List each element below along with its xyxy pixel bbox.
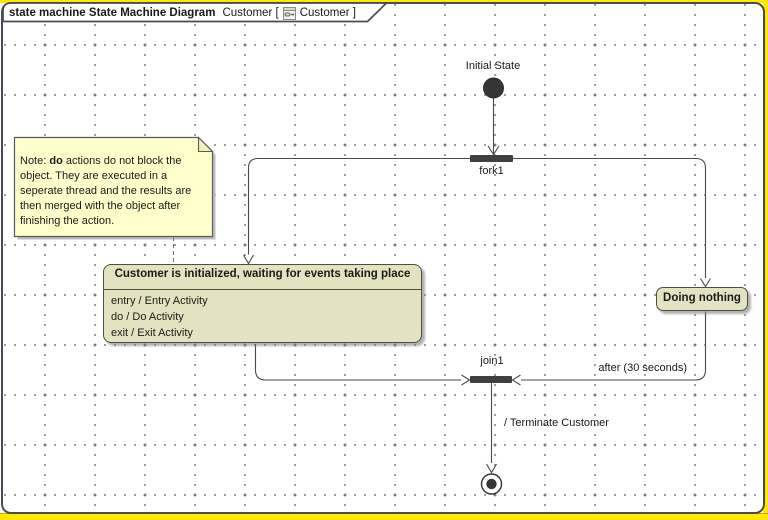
- arrowhead-into-main-state: [243, 254, 254, 265]
- main-state-title: Customer is initialized, waiting for eve…: [104, 265, 421, 290]
- note-text-body: actions do not block the object. They ar…: [20, 155, 192, 227]
- note-text-bold: do: [49, 155, 63, 167]
- fork-bar[interactable]: [470, 155, 513, 162]
- transition-fork-to-main-state[interactable]: [247, 157, 471, 255]
- note[interactable]: Note: do actions do not block the object…: [14, 137, 213, 237]
- terminate-customer-label[interactable]: / Terminate Customer: [504, 417, 609, 429]
- activity-exit: exit / Exit Activity: [111, 327, 193, 339]
- after-30-seconds-label[interactable]: after (30 seconds): [598, 362, 687, 374]
- diagram-canvas[interactable]: [1, 2, 765, 514]
- window-background-top: [0, 0, 768, 3]
- doing-nothing-state[interactable]: Doing nothing: [656, 287, 748, 311]
- diagram-tab-title[interactable]: state machine State Machine Diagram Cust…: [9, 5, 356, 21]
- arrowhead-into-fork: [487, 145, 500, 156]
- main-state[interactable]: Customer is initialized, waiting for eve…: [103, 264, 422, 343]
- initial-state-node[interactable]: [483, 77, 504, 99]
- arrowhead-into-join-right: [511, 374, 521, 386]
- join-label[interactable]: join1: [480, 355, 504, 367]
- fork-label[interactable]: fork1: [479, 165, 504, 177]
- arrowhead-into-join-left: [461, 374, 471, 386]
- diagram-context-right: Customer ]: [299, 7, 356, 19]
- activity-entry: entry / Entry Activity: [111, 295, 208, 307]
- final-state-inner-dot: [486, 478, 497, 490]
- initial-state-label[interactable]: Initial State: [465, 60, 521, 72]
- transition-after-30-seconds[interactable]: [521, 311, 707, 381]
- arrowhead-into-doing-nothing: [700, 278, 711, 288]
- note-shape[interactable]: [13, 136, 214, 238]
- diagram-context-left: Customer [: [222, 7, 279, 19]
- join-bar[interactable]: [470, 376, 512, 383]
- transition-fork-to-doing-nothing[interactable]: [513, 157, 707, 279]
- window-background-right: [763, 0, 768, 517]
- activity-do: do / Do Activity: [111, 311, 184, 323]
- arrowhead-into-final: [486, 463, 497, 474]
- main-state-activities: entry / Entry Activity do / Do Activity …: [104, 290, 421, 341]
- doing-nothing-title: Doing nothing: [663, 292, 741, 304]
- note-fold-corner-icon: [197, 136, 214, 153]
- note-text-prefix: Note:: [20, 155, 50, 167]
- state-machine-diagram-icon: [282, 6, 296, 20]
- diagram-kind-and-name: state machine State Machine Diagram: [9, 7, 216, 19]
- transition-main-state-to-join[interactable]: [254, 344, 462, 381]
